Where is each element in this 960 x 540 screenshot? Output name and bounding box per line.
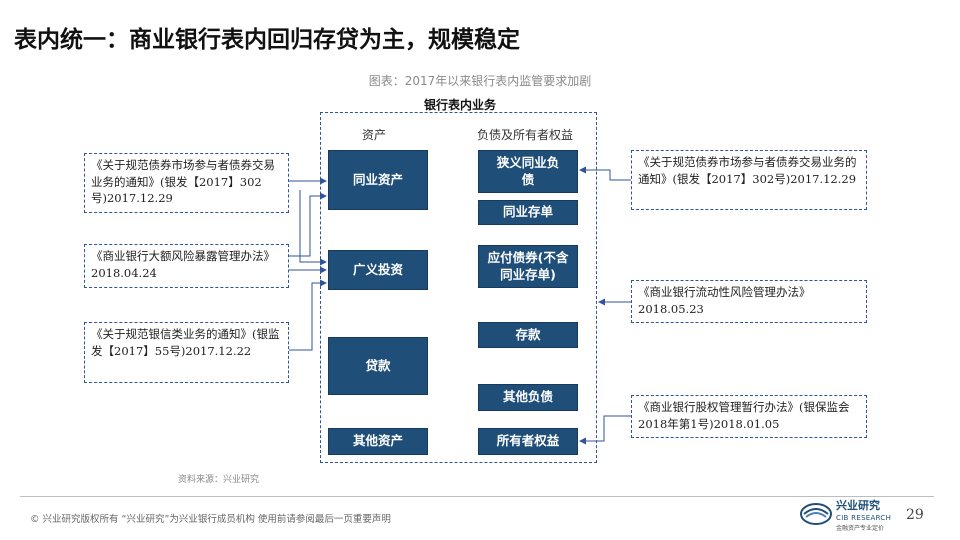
data-source: 资料来源：兴业研究 xyxy=(178,475,260,485)
arrow-equity-to-owners-equity xyxy=(579,415,631,445)
page-number: 29 xyxy=(906,507,924,523)
slide-title: 表内统一：商业银行表内回归存贷为主，规模稳定 xyxy=(14,26,520,53)
assets-header: 资产 xyxy=(362,128,387,142)
arrow-302-to-narrow-interbank xyxy=(579,166,631,181)
logo-text: 兴业研究 xyxy=(836,499,880,512)
logo-subtitle: CIB RESEARCH xyxy=(836,514,892,522)
liability-box-interbank-cds: 同业存单 xyxy=(478,200,578,225)
liability-box-owners-equity: 所有者权益 xyxy=(478,428,578,455)
regulation-note-large-exposure: 《商业银行大额风险暴露管理办法》2018.04.24 xyxy=(84,244,289,288)
logo-tagline: 金融资产专业定价 xyxy=(836,525,885,532)
regulation-note-liquidity: 《商业银行流动性风险管理办法》2018.05.23 xyxy=(631,280,867,323)
figure-caption: 图表：2017年以来银行表内监管要求加剧 xyxy=(368,74,592,88)
footer-copyright: © 兴业研究版权所有 “兴业研究”为兴业银行成员机构 使用前请参阅最后一页重要声… xyxy=(30,514,391,525)
arrow-bank-trust-to-broad-investment xyxy=(289,279,327,351)
cib-logo-icon xyxy=(800,503,832,525)
regulation-note-bank-trust: 《关于规范银信类业务的通知》(银监发【2017】55号)2017.12.22 xyxy=(84,322,289,383)
liabilities-header: 负债及所有者权益 xyxy=(477,128,574,142)
asset-box-broad-investment: 广义投资 xyxy=(328,250,428,290)
liability-box-other-liabilities: 其他负债 xyxy=(478,384,578,411)
regulation-note-302-right: 《关于规范债券市场参与者债券交易业务的通知》(银发【2017】302号)2017… xyxy=(631,150,867,210)
liability-box-narrow-interbank: 狭义同业负债 xyxy=(478,150,578,193)
balance-sheet-label: 银行表内业务 xyxy=(423,98,496,112)
asset-box-loans: 贷款 xyxy=(328,337,428,395)
liability-box-bonds-payable: 应付债券(不含同业存单) xyxy=(478,245,578,288)
footer-divider xyxy=(20,496,934,497)
arrow-302-to-broad-investment xyxy=(299,190,327,266)
arrow-large-exposure-to-interbank xyxy=(289,192,327,257)
asset-box-interbank-assets: 同业资产 xyxy=(328,150,428,210)
regulation-note-302-left: 《关于规范债券市场参与者债券交易业务的通知》(银发【2017】302号)2017… xyxy=(84,153,289,213)
asset-box-other-assets: 其他资产 xyxy=(328,428,428,455)
balance-sheet-frame xyxy=(320,112,597,463)
regulation-note-equity: 《商业银行股权管理暂行办法》(银保监会2018年第1号)2018.01.05 xyxy=(631,395,867,438)
liability-box-deposits: 存款 xyxy=(478,322,578,348)
